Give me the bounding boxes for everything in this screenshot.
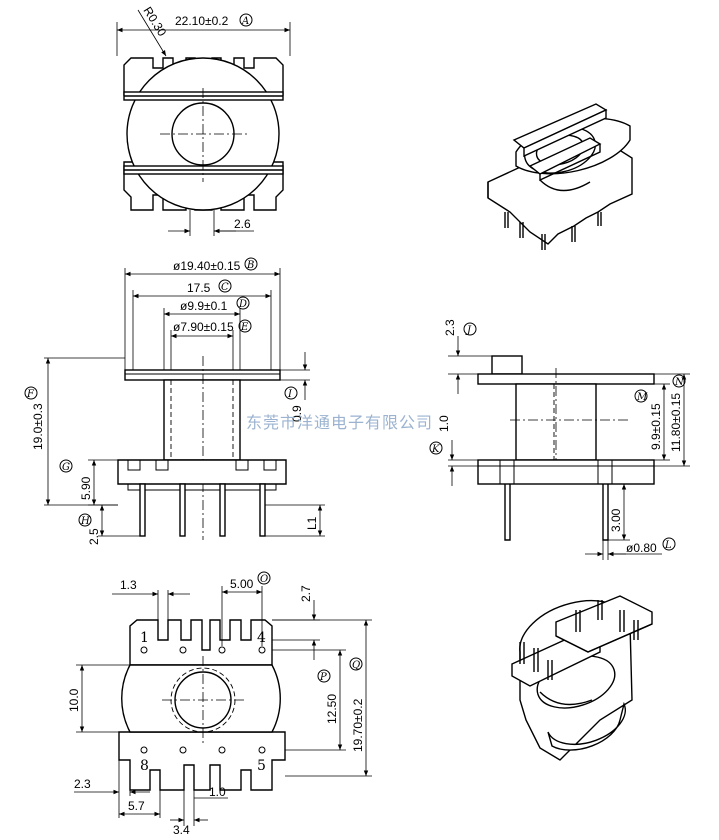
pin-number-8: 8 — [140, 758, 149, 774]
dim-total-height: 19.0±0.3 — [31, 403, 45, 450]
dim-bottom-slot-depth: 2.7 — [299, 585, 313, 602]
datum-i: I — [287, 389, 293, 400]
datum-f: F — [26, 389, 35, 400]
datum-p: P — [319, 672, 327, 683]
side-view: 2.3 J 1.0 K 9.9±0.15 M 11.80±0.15 N 3.00 — [429, 319, 690, 560]
dim-base-height: 5.90 — [79, 476, 93, 500]
dim-core-outer: ø9.9±0.1 — [180, 299, 228, 313]
datum-e: E — [240, 322, 249, 333]
iso-view-top-right — [487, 103, 633, 250]
company-watermark: 东莞市洋通电子有限公司 — [246, 413, 433, 432]
pin-number-4: 4 — [257, 630, 266, 646]
iso-view-bottom-right — [511, 595, 653, 761]
dim-core-inner: ø7.90±0.15 — [173, 320, 234, 334]
datum-o: O — [260, 574, 268, 585]
datum-b: B — [246, 260, 254, 271]
dim-bottom-edge-offset: 2.3 — [74, 777, 91, 791]
datum-n: N — [674, 377, 685, 388]
datum-q: Q — [352, 660, 360, 671]
dim-bottom-span-left: 5.7 — [128, 799, 145, 813]
dim-bottom-slot-width: 1.0 — [209, 785, 226, 799]
pin-number-5: 5 — [257, 758, 266, 774]
datum-k: K — [431, 444, 440, 455]
dim-side-body-height: 11.80±0.15 — [669, 393, 683, 452]
dim-bottom-overall: 19.70±0.2 — [351, 698, 365, 752]
front-view: ø19.40±0.15 B 17.5 C ø9.9±0.1 D ø7.90±0.… — [24, 257, 325, 545]
dim-winding-height: 9.9±0.15 — [649, 403, 663, 450]
dim-side-top-step: 2.3 — [443, 319, 457, 336]
datum-m: M — [636, 392, 648, 403]
datum-a: A — [241, 16, 249, 27]
dim-bottom-row-span: 12.50 — [325, 694, 339, 724]
top-view: 22.10±0.2 A R0.30 2.6 — [116, 4, 291, 236]
pin-number-1: 1 — [140, 630, 149, 646]
dim-flange-span: 17.5 — [187, 281, 211, 295]
dim-bottom-center-gap: 3.4 — [173, 823, 190, 837]
datum-h: H — [80, 516, 90, 527]
dim-pin-standoff: 2.5 — [87, 528, 101, 545]
dim-bottom-width-inner: 10.0 — [67, 688, 81, 712]
bottom-view: 1 4 8 5 1.3 5.00 O 2.7 10.0 12.50 P — [67, 571, 372, 837]
dim-flange-thickness: 0.9 — [290, 405, 304, 422]
dim-bottom-pin-width: 1.3 — [120, 578, 137, 592]
dim-pin-length-l1: L1 — [305, 516, 319, 530]
datum-g: G — [62, 462, 70, 473]
datum-l: L — [664, 540, 672, 551]
dim-side-wall: 1.0 — [437, 415, 451, 432]
dim-top-width: 22.10±0.2 — [175, 14, 229, 28]
datum-d: D — [238, 299, 247, 310]
dim-top-pin-gap: 2.6 — [234, 217, 251, 231]
dim-flange-dia: ø19.40±0.15 — [173, 259, 241, 273]
datum-c: C — [221, 282, 229, 293]
dim-pin-length: 3.00 — [609, 508, 623, 532]
dim-pin-dia: ø0.80 — [626, 541, 657, 555]
datum-j: J — [465, 325, 472, 336]
dim-bottom-pin-pitch: 5.00 — [230, 577, 254, 591]
